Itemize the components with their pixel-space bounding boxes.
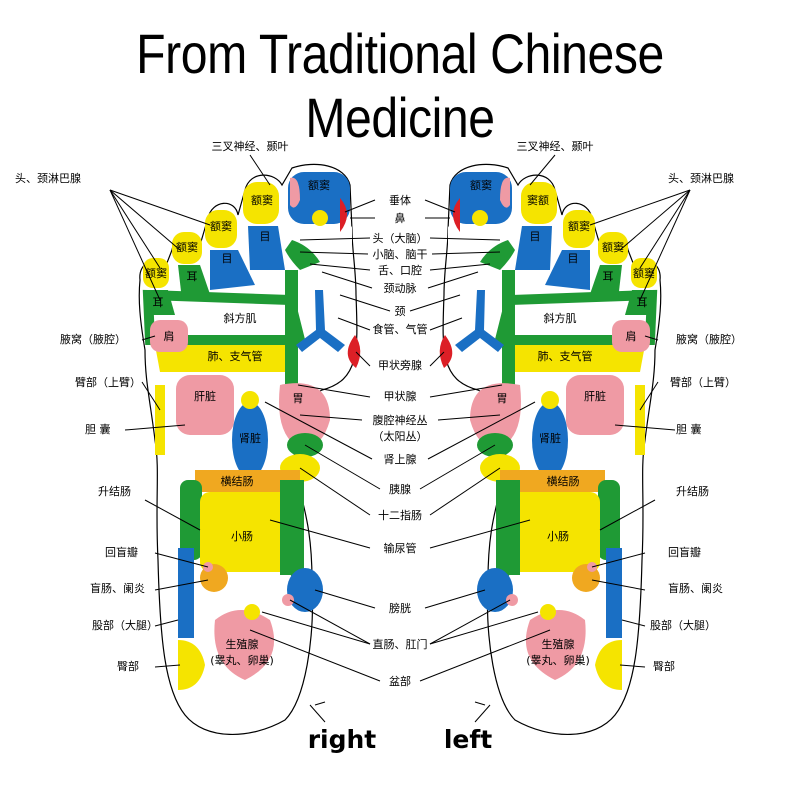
organ-shoulder: 肩 <box>626 329 637 343</box>
left-foot-organ-labels: 额窦 窦额 额窦 额窦 额窦 目 目 耳 耳 斜方肌 肩 肺、支气管 肝脏 肾脏… <box>470 179 655 667</box>
side-label: 胆 囊 <box>676 422 702 436</box>
organ-sinus-alt: 窦额 <box>527 194 549 207</box>
organ-gonad: 生殖腺 <box>226 637 259 651</box>
organ-gonad: 生殖腺 <box>542 637 575 651</box>
right-foot-label: right <box>308 725 377 754</box>
side-label: 回盲瓣 <box>105 545 138 559</box>
center-label: 十二指肠 <box>378 508 422 522</box>
side-label: 臂部（上臂） <box>670 375 736 389</box>
center-label: 小脑、脑干 <box>373 248 428 261</box>
center-label: 三叉神经、颞叶 <box>212 139 289 153</box>
center-label: 甲状旁腺 <box>378 358 422 372</box>
organ-trapezius: 斜方肌 <box>544 311 577 325</box>
organ-trapezius: 斜方肌 <box>224 311 257 325</box>
organ-ear: 耳 <box>153 296 164 309</box>
organ-kidney: 肾脏 <box>239 432 261 445</box>
side-label: 臀部 <box>117 659 139 673</box>
organ-ear: 耳 <box>187 270 198 283</box>
organ-stomach: 胃 <box>293 392 304 405</box>
side-label: 臀部 <box>653 659 675 673</box>
organ-ear: 耳 <box>637 296 648 309</box>
organ-transverse-colon: 横结肠 <box>547 474 580 488</box>
side-label: 股部（大腿） <box>650 618 716 632</box>
organ-lung: 肺、支气管 <box>208 349 263 363</box>
right-foot-side-labels: 头、颈淋巴腺 腋窝（腋腔） 臂部（上臂） 胆 囊 升结肠 回盲瓣 盲肠、阑炎 股… <box>15 171 158 673</box>
organ-small-intestine: 小肠 <box>231 530 253 543</box>
side-label: 盲肠、阑炎 <box>90 581 145 595</box>
center-labels: 三叉神经、颞叶 垂体 鼻 头（大脑） 小脑、脑干 舌、口腔 颈动脉 颈 食管、气… <box>212 139 428 688</box>
center-label: 胰腺 <box>389 482 411 496</box>
center-label: 鼻 <box>395 211 406 225</box>
center-label: 颈 <box>395 305 406 318</box>
organ-sinus: 额窦 <box>633 267 655 280</box>
side-label: 三叉神经、颞叶 <box>517 139 594 153</box>
center-label: 颈动脉 <box>384 281 417 295</box>
center-label: 盆部 <box>389 674 411 688</box>
organ-sinus: 额窦 <box>308 179 330 192</box>
page-title: From Traditional Chinese Medicine <box>136 22 664 149</box>
center-label: （太阳丛） <box>373 430 428 443</box>
center-label: 输尿管 <box>384 541 417 555</box>
center-label: 甲状腺 <box>384 389 417 403</box>
center-label: 垂体 <box>389 193 411 207</box>
organ-lung: 肺、支气管 <box>538 349 593 363</box>
organ-gonad-detail: (睾丸、卵巢) <box>210 653 274 667</box>
left-foot-label: left <box>444 725 492 754</box>
side-label: 腋窝（腋腔） <box>676 332 742 346</box>
side-label: 头、颈淋巴腺 <box>668 171 734 185</box>
leader-lines <box>109 154 691 723</box>
center-label: 膀胱 <box>389 601 411 615</box>
organ-sinus: 额窦 <box>251 194 273 207</box>
center-label: 腹腔神经丛 <box>373 413 428 427</box>
center-label: 舌、口腔 <box>378 263 422 277</box>
organ-liver: 肝脏 <box>584 390 606 403</box>
organ-kidney: 肾脏 <box>539 432 561 445</box>
organ-sinus: 额窦 <box>176 241 198 254</box>
organ-eye: 目 <box>260 230 271 243</box>
organ-ear: 耳 <box>603 270 614 283</box>
side-label: 升结肠 <box>676 485 709 498</box>
side-label: 臂部（上臂） <box>75 375 141 389</box>
organ-sinus: 额窦 <box>602 241 624 254</box>
side-label: 头、颈淋巴腺 <box>15 171 81 185</box>
organ-sinus: 额窦 <box>568 220 590 233</box>
organ-sinus: 额窦 <box>145 267 167 280</box>
organ-sinus: 额窦 <box>470 179 492 192</box>
center-label: 头（大脑） <box>373 231 428 245</box>
organ-eye: 目 <box>222 252 233 265</box>
side-label: 腋窝（腋腔） <box>60 332 126 346</box>
side-label: 股部（大腿） <box>92 618 158 632</box>
organ-gonad-detail: (睾丸、卵巢) <box>526 653 590 667</box>
side-label: 胆 囊 <box>85 422 111 436</box>
organ-liver: 肝脏 <box>194 390 216 403</box>
organ-transverse-colon: 横结肠 <box>221 474 254 488</box>
organ-eye: 目 <box>530 230 541 243</box>
organ-sinus: 额窦 <box>210 220 232 233</box>
left-foot-side-labels: 三叉神经、颞叶 头、颈淋巴腺 腋窝（腋腔） 臂部（上臂） 胆 囊 升结肠 回盲瓣… <box>517 139 743 673</box>
center-label: 直肠、肛门 <box>373 637 428 651</box>
center-label: 肾上腺 <box>384 452 417 466</box>
right-foot-organ-labels: 额窦 额窦 额窦 额窦 额窦 目 目 耳 耳 斜方肌 肩 肺、支气管 肝脏 肾脏… <box>145 179 330 667</box>
organ-shoulder: 肩 <box>164 329 175 343</box>
side-label: 升结肠 <box>98 485 131 498</box>
organ-stomach: 胃 <box>497 392 508 405</box>
organ-small-intestine: 小肠 <box>547 530 569 543</box>
side-label: 盲肠、阑炎 <box>668 581 723 595</box>
organ-eye: 目 <box>568 252 579 265</box>
center-label: 食管、气管 <box>373 322 428 336</box>
side-label: 回盲瓣 <box>668 545 701 559</box>
